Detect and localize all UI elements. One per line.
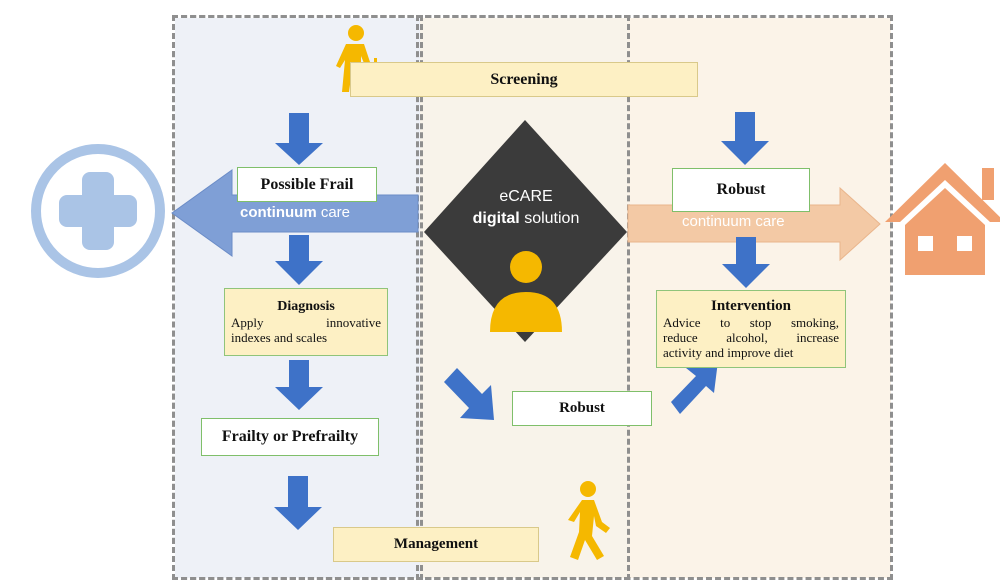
screening-box: Screening — [350, 62, 698, 97]
intervention-box: Intervention Advice to stop smoking, red… — [656, 290, 846, 368]
robust-top-box: Robust — [672, 168, 810, 212]
possible-frail-label: Possible Frail — [260, 175, 354, 193]
diagnosis-line-1: Apply innovative — [231, 315, 381, 330]
intervention-line-1: Advice to stop smoking, — [663, 315, 839, 330]
user-icon — [490, 251, 562, 332]
intervention-line-2: reduce alcohol, increase — [663, 330, 839, 345]
ecare-line2: digital solution — [464, 208, 588, 230]
robust-middle-label: Robust — [559, 400, 605, 416]
screening-label: Screening — [490, 70, 558, 88]
ecare-title: eCARE digital solution — [464, 186, 588, 230]
hospital-cross-icon — [31, 144, 165, 278]
center-dashed-frame — [416, 15, 630, 580]
arrow-to-robust-top — [721, 112, 769, 165]
continuum-word: continuum — [240, 204, 317, 221]
intervention-title: Intervention — [711, 298, 791, 314]
frailty-box: Frailty or Prefrailty — [201, 418, 379, 456]
house-icon — [885, 163, 1000, 275]
ecare-digital: digital — [472, 210, 520, 227]
robust-middle-box: Robust — [512, 391, 652, 426]
management-label: Management — [393, 536, 479, 552]
ecare-line1: eCARE — [499, 188, 553, 205]
ecare-solution: solution — [519, 210, 580, 227]
left-dashed-frame — [172, 15, 423, 580]
continuum-care-right-label: continuum care — [682, 213, 785, 230]
flow-arrows — [274, 112, 770, 530]
arrow-to-management — [274, 476, 322, 530]
intervention-line-3: activity and improve diet — [663, 345, 794, 360]
diagnosis-line-2: indexes and scales — [231, 330, 328, 345]
arrow-to-robust-middle — [444, 368, 494, 420]
ecare-diamond — [424, 120, 627, 342]
frailty-label: Frailty or Prefrailty — [221, 428, 359, 445]
care-word: care — [316, 204, 351, 221]
diagnosis-title: Diagnosis — [277, 299, 335, 314]
arrow-to-frailty — [275, 360, 323, 410]
arrow-to-possible-frail — [275, 113, 323, 165]
arrow-to-intervention — [722, 237, 770, 288]
continuum-care-left-arrow — [171, 169, 419, 257]
arrow-to-diagnosis — [275, 235, 323, 285]
diagnosis-box: Diagnosis Apply innovative indexes and s… — [224, 288, 388, 356]
arrow-robust-to-intervention — [671, 361, 718, 414]
management-box: Management — [333, 527, 539, 562]
continuum-care-right-text: continuum care — [682, 213, 785, 230]
continuum-care-left-text: continuum care — [240, 204, 350, 221]
walking-person-icon — [568, 481, 610, 560]
possible-frail-box: Possible Frail — [237, 167, 377, 202]
robust-top-label: Robust — [716, 181, 766, 198]
